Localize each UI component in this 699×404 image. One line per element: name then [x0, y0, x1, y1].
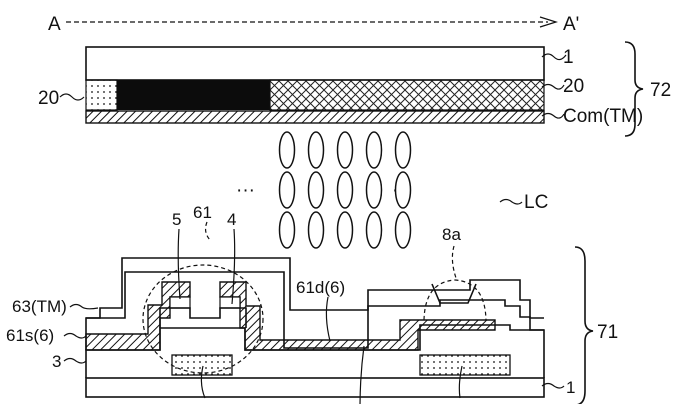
pixel-electrode-label: 63(TM): [12, 297, 67, 316]
upper-substrate-group-label: 72: [650, 80, 671, 101]
lc-molecule: [367, 132, 382, 168]
tft-label: 61: [193, 203, 212, 222]
contact-hole-label: 8a: [442, 225, 461, 244]
lower-glass-layer: [86, 378, 544, 397]
lc-molecule: [309, 132, 324, 168]
contact-hole-leader: [452, 246, 456, 278]
semiconductor-layer: [160, 308, 246, 328]
drain-leader: [326, 297, 330, 341]
lc-molecule: [338, 132, 353, 168]
lc-leader: [500, 200, 522, 205]
upper-left-label: 20: [38, 88, 59, 109]
black-matrix-segment: [117, 80, 270, 110]
lc-molecule: [309, 172, 324, 208]
lc-molecule: [280, 212, 295, 248]
lc-molecule: [367, 212, 382, 248]
lower-substrate-group-label: 71: [597, 322, 618, 343]
lc-molecule: [396, 172, 411, 208]
source-electrode: [86, 282, 190, 350]
drain-label: 61d(6): [296, 278, 345, 297]
drain-electrode: [220, 282, 495, 350]
color-filter-leader: [542, 85, 564, 90]
passivation-leader: [360, 346, 364, 404]
pixel-electrode-leader: [70, 305, 98, 309]
left-20-leader: [60, 94, 84, 100]
lc-ellipsis-left: ···: [236, 180, 255, 201]
lc-molecule: [309, 212, 324, 248]
lower-glass-label: 1: [566, 378, 575, 397]
com-leader: [542, 114, 564, 119]
gate-insulator-label: 3: [52, 352, 61, 371]
lc-molecule: [280, 172, 295, 208]
color-filter-label: 20: [563, 76, 584, 97]
upper-glass-layer: [86, 47, 544, 80]
lower-glass-leader: [542, 384, 564, 389]
contact-layer-right: [220, 297, 240, 308]
semiconductor-label: 4: [227, 210, 236, 229]
source-label: 61s(6): [6, 326, 54, 345]
lc-molecule: [396, 212, 411, 248]
upper-glass-label: 1: [563, 47, 574, 68]
lc-molecule: [338, 172, 353, 208]
common-electrode-label: Com(TM): [563, 106, 643, 127]
lc-label: LC: [524, 192, 548, 213]
source-leader: [64, 334, 86, 339]
section-start-label: A: [48, 14, 61, 35]
lower-substrate-brace: [575, 247, 593, 404]
gate-insulator-leader: [64, 359, 86, 364]
upper-substrate: 20 1 20 Com(TM) 72: [38, 42, 671, 136]
section-line: A A': [48, 14, 579, 35]
section-end-label: A': [563, 14, 579, 35]
tft-leader: [206, 222, 210, 240]
liquid-crystal-layer: ··· ··· LC: [236, 132, 548, 248]
storage-capacitor-electrode: [420, 355, 510, 375]
lc-molecule: [280, 132, 295, 168]
lc-molecule: [367, 172, 382, 208]
contact-layer-label: 5: [172, 210, 181, 229]
color-filter-crosshatch-segment: [270, 80, 544, 110]
common-electrode-layer: [86, 111, 544, 123]
color-filter-dotted-segment: [86, 80, 117, 110]
lc-molecule: [396, 132, 411, 168]
lc-molecule: [338, 212, 353, 248]
